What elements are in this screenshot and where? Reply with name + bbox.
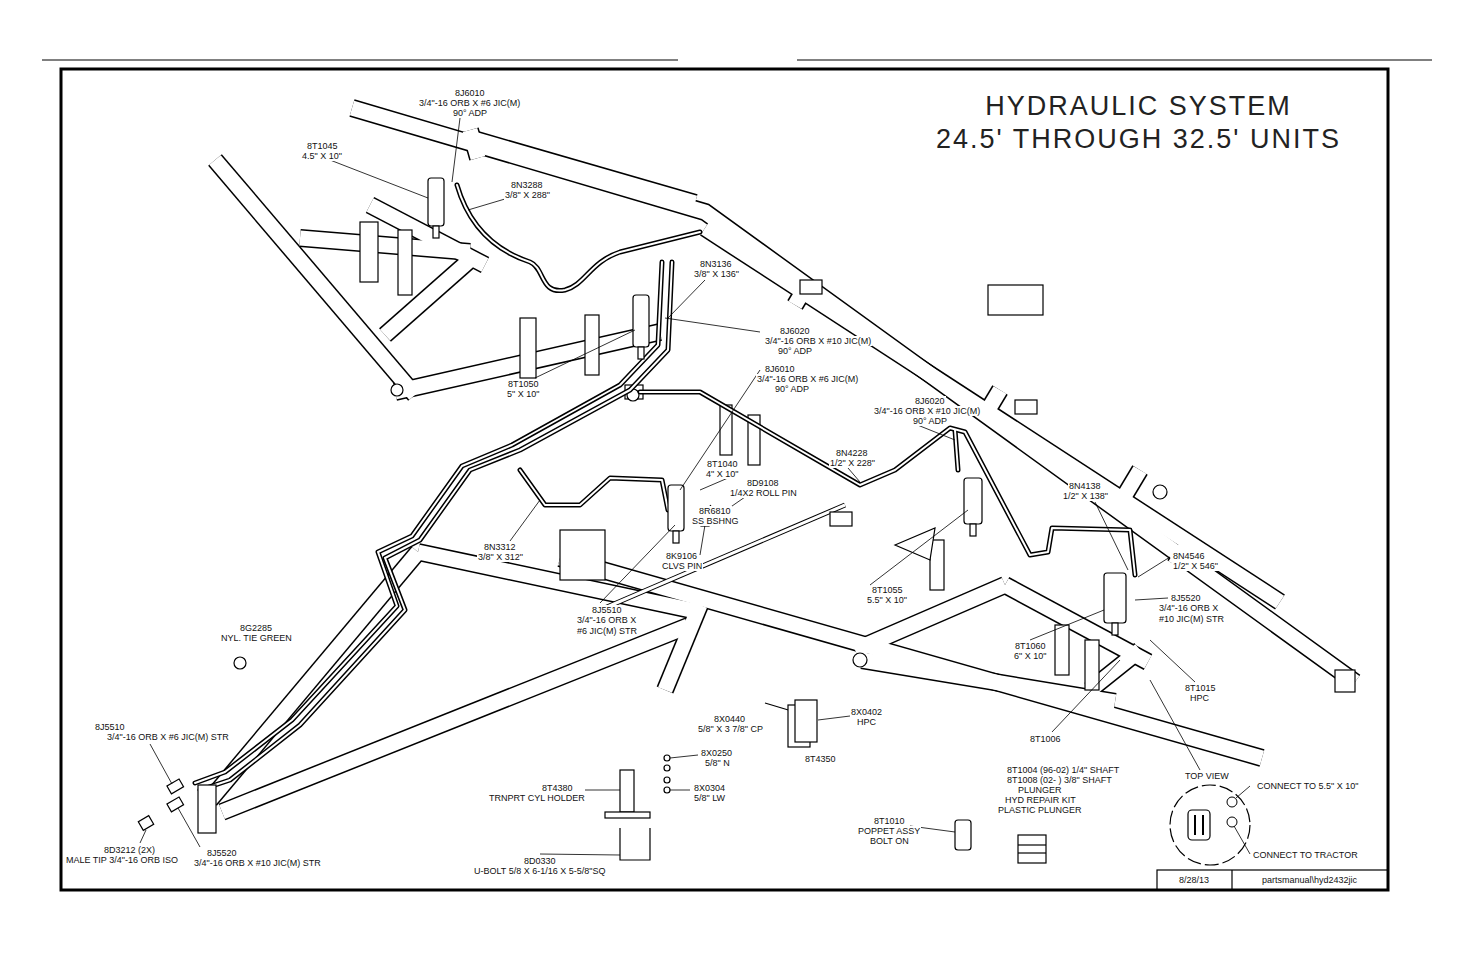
callout-text: 5/8" LW [693, 793, 726, 803]
callout-text: 8J6010 [764, 364, 796, 374]
callout-text: 3/4"-16 ORB X #10 JIC(M) [764, 336, 872, 346]
callout-text: HPC [1189, 693, 1210, 703]
callout-text: SS BSHNG [691, 516, 740, 526]
callout-text: 8J5510 [591, 605, 623, 615]
callout-text: 8J6020 [914, 396, 946, 406]
callout-text: 3/8" X 288" [504, 190, 551, 200]
callout-text: 5" X 10" [506, 389, 540, 399]
callout-text: CONNECT TO TRACTOR [1252, 850, 1359, 860]
callout-text: 8T1006 [1029, 734, 1062, 744]
callout-text: 8X0250 [700, 748, 733, 758]
callout-text: 8T1004 (96-02) 1/4" SHAFT [1006, 765, 1120, 775]
callout-text: 5/8" N [704, 758, 731, 768]
callout-text: 3/4"-16 ORB X #10 JIC(M) [873, 406, 981, 416]
callout-text: 5/8" X 3 7/8" CP [697, 724, 764, 734]
callout-text: 8X0440 [713, 714, 746, 724]
callout-text: 1/2" X 228" [829, 458, 876, 468]
callout-text: MALE TIP 3/4"-16 ORB ISO [65, 855, 179, 865]
callout-text: 8N3136 [699, 259, 733, 269]
callout-text: 3/8" X 312" [477, 552, 524, 562]
diagram-title: HYDRAULIC SYSTEM 24.5' THROUGH 32.5' UNI… [936, 90, 1341, 156]
callout-text: 8G2285 [239, 623, 273, 633]
callout-text: CLVS PIN [661, 561, 703, 571]
callout-text: 1/2" X 546" [1172, 561, 1219, 571]
callout-text: 90° ADP [774, 384, 810, 394]
callout-text: 3/8" X 136" [693, 269, 740, 279]
callout-text: 8D3212 (2X) [103, 845, 156, 855]
callout-text: 8T1045 [306, 141, 339, 151]
callout-text: 90° ADP [452, 108, 488, 118]
callout-text: 8J6020 [779, 326, 811, 336]
callout-text: 8X0304 [693, 783, 726, 793]
callout-text: TRNPRT CYL HOLDER [488, 793, 586, 803]
callout-text: 8T1015 [1184, 683, 1217, 693]
callout-text: 8K9106 [665, 551, 698, 561]
callout-text: 8N4138 [1068, 481, 1102, 491]
callout-text: PLASTIC PLUNGER [997, 805, 1083, 815]
callout-text: 3/4"-16 ORB X #6 JIC(M) STR [106, 732, 230, 742]
callout-text: HYD REPAIR KIT [1004, 795, 1077, 805]
callout-text: TOP VIEW [1184, 771, 1230, 781]
callout-text: 8T4380 [541, 783, 574, 793]
callout-text: 8T1010 [873, 816, 906, 826]
callout-text: U-BOLT 5/8 X 6-1/16 X 5-5/8"SQ [473, 866, 606, 876]
callout-text: 8N3288 [510, 180, 544, 190]
callout-text: HPC [856, 717, 877, 727]
callout-text: 8N4546 [1172, 551, 1206, 561]
callout-text: 90° ADP [912, 416, 948, 426]
callout-text: 8J5520 [1170, 593, 1202, 603]
callout-text: 8J5520 [206, 848, 238, 858]
callout-text: PLUNGER [1017, 785, 1063, 795]
callout-text: #10 JIC(M) STR [1158, 614, 1225, 624]
callout-text: 8T1060 [1014, 641, 1047, 651]
callout-text: 8D0330 [523, 856, 557, 866]
callout-text: 1/4X2 ROLL PIN [729, 488, 798, 498]
callout-text: 8N3312 [483, 542, 517, 552]
callout-text: 8J5510 [94, 722, 126, 732]
callout-text: 8T1008 (02- ) 3/8" SHAFT [1006, 775, 1113, 785]
callout-text: POPPET ASSY [857, 826, 921, 836]
callout-text: partsmanual\hyd2432jic [1261, 875, 1358, 885]
callout-text: 3/4"-16 ORB X [576, 615, 637, 625]
callout-text: 90° ADP [777, 346, 813, 356]
callout-text: 3/4"-16 ORB X #6 JIC(M) [418, 98, 521, 108]
callout-text: 8/28/13 [1178, 875, 1210, 885]
callout-text: #6 JIC(M) STR [576, 626, 638, 636]
callout-text: NYL. TIE GREEN [220, 633, 293, 643]
callout-text: 3/4"-16 ORB X [1158, 603, 1219, 613]
callout-text: 1/2" X 138" [1062, 491, 1109, 501]
callout-text: 8X0402 [850, 707, 883, 717]
callout-text: 8N4228 [835, 448, 869, 458]
callout-text: 3/4"-16 ORB X #10 JIC(M) STR [193, 858, 322, 868]
callout-text: 6" X 10" [1013, 651, 1047, 661]
callout-text: CONNECT TO 5.5" X 10" [1256, 781, 1359, 791]
callout-text: BOLT ON [869, 836, 910, 846]
callout-text: 8T1055 [871, 585, 904, 595]
callout-text: 8T1040 [706, 459, 739, 469]
callout-text: 3/4"-16 ORB X #6 JIC(M) [756, 374, 859, 384]
callout-text: 8R6810 [698, 506, 732, 516]
callout-text: 8T1050 [507, 379, 540, 389]
callout-text: 8D9108 [746, 478, 780, 488]
callout-text: 4.5" X 10" [301, 151, 343, 161]
callout-text: 4" X 10" [705, 469, 739, 479]
callout-text: 8T4350 [804, 754, 837, 764]
callout-text: 5.5" X 10" [866, 595, 908, 605]
callout-text: 8J6010 [454, 88, 486, 98]
